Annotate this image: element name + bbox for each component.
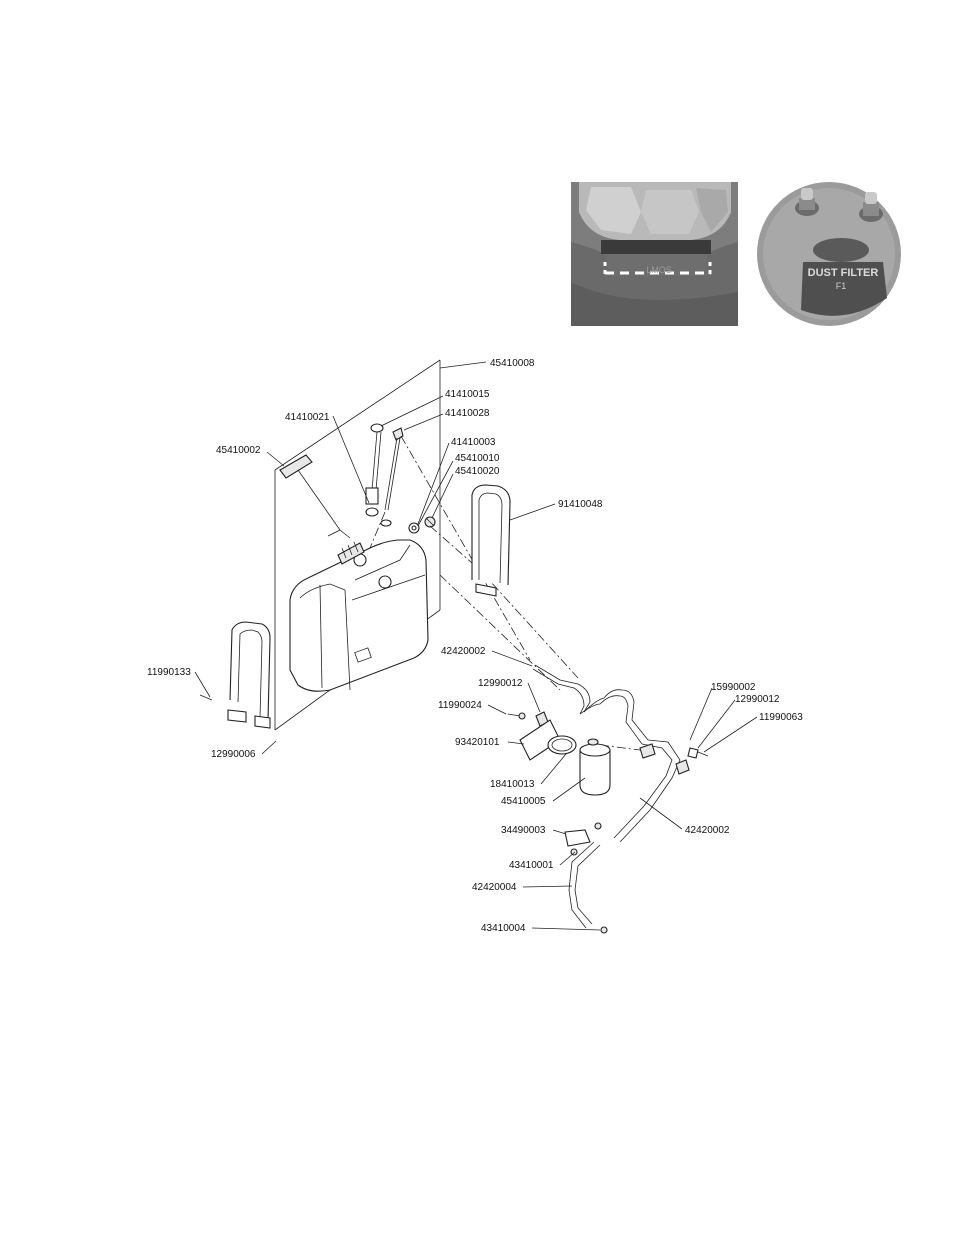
charcoal-canister — [580, 739, 610, 795]
callout-41410028: 41410028 — [445, 408, 490, 419]
clip-hardware — [508, 712, 548, 726]
canister-bracket — [520, 720, 576, 760]
callout-11990063: 11990063 — [759, 712, 803, 723]
fuel-tank — [290, 540, 428, 691]
callout-43410004: 43410004 — [481, 923, 526, 934]
callout-12990012-right: 12990012 — [735, 694, 780, 705]
callout-11990133: 11990133 — [147, 667, 191, 678]
callout-45410020: 45410020 — [455, 466, 500, 477]
callout-18410013: 18410013 — [490, 779, 535, 790]
line-connector — [565, 823, 601, 855]
callout-41410015: 41410015 — [445, 389, 490, 400]
callout-45410005: 45410005 — [501, 796, 546, 807]
callout-12990012-left: 12990012 — [478, 678, 523, 689]
right-hardware — [640, 744, 708, 774]
callout-34490003: 34490003 — [501, 825, 546, 836]
left-strap — [200, 622, 270, 728]
callout-41410003: 41410003 — [451, 437, 496, 448]
callout-91410048: 91410048 — [558, 499, 603, 510]
callout-45410002: 45410002 — [216, 445, 261, 456]
callout-43410001: 43410001 — [509, 860, 554, 871]
callout-15990002: 15990002 — [711, 682, 756, 693]
vent-tube — [381, 428, 403, 526]
fuel-hoses — [533, 665, 680, 933]
fuel-cap — [280, 455, 350, 538]
callout-42420002-lower: 42420002 — [685, 825, 730, 836]
callout-42420004: 42420004 — [472, 882, 517, 893]
callout-12990006: 12990006 — [211, 749, 256, 760]
callout-11990024: 11990024 — [438, 700, 482, 711]
callout-45410010: 45410010 — [455, 453, 500, 464]
callout-42420002-upper: 42420002 — [441, 646, 486, 657]
callout-41410021: 41410021 — [285, 412, 330, 423]
callout-45410008: 45410008 — [490, 358, 535, 369]
right-strap — [472, 485, 510, 596]
callout-93420101: 93420101 — [455, 737, 500, 748]
